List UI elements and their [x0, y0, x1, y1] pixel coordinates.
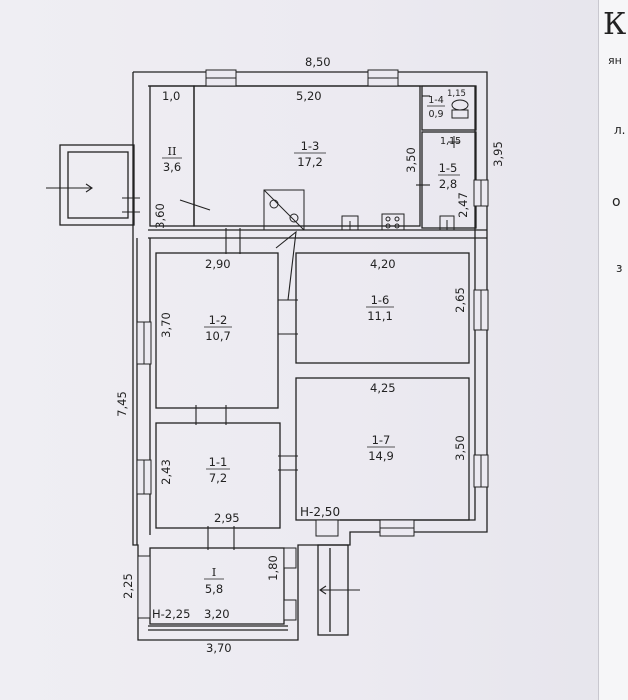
outer-wall — [132, 71, 488, 641]
inner-wall-horizontal — [148, 229, 487, 239]
door-mark — [179, 199, 211, 211]
room-id: 1-7 — [372, 433, 391, 447]
room-1-3-walls — [193, 85, 421, 227]
window — [283, 599, 297, 621]
window — [205, 69, 237, 87]
room-area: 10,7 — [205, 329, 231, 343]
room-id: 1-3 — [301, 139, 320, 153]
dim-label: 4,25 — [370, 381, 396, 395]
dim-label: 2,43 — [159, 459, 173, 485]
entry-arrow — [46, 183, 93, 193]
dim-label: 5,20 — [296, 89, 322, 103]
dim-top-width: 8,50 — [305, 55, 331, 69]
entry-arrow — [319, 585, 360, 595]
dim-left-height: 7,45 — [115, 391, 129, 417]
toilet-icon — [451, 99, 469, 111]
window — [473, 179, 489, 207]
room-area: 14,9 — [368, 449, 394, 463]
window — [137, 555, 151, 619]
door-mark — [278, 455, 298, 471]
dim-label: 3,50 — [404, 147, 418, 173]
room-area: 2,8 — [439, 177, 457, 191]
dim-label: 2,47 — [456, 192, 470, 218]
dim-right-height: 3,95 — [491, 141, 505, 167]
window — [315, 519, 339, 537]
door-mark — [278, 299, 298, 335]
window — [473, 454, 489, 488]
adjacent-sheet — [598, 0, 628, 700]
dim-label: 4,20 — [370, 257, 396, 271]
cooktop-icon — [381, 213, 405, 231]
window — [283, 547, 297, 569]
dim-label: 3,50 — [453, 435, 467, 461]
window — [379, 519, 415, 537]
dim-label: Н-2,25 — [152, 607, 190, 621]
room-id: 1-1 — [209, 455, 228, 469]
dim-label: 1,15 — [447, 89, 466, 99]
door-mark — [207, 526, 235, 550]
room-1-2-walls — [155, 252, 279, 409]
window — [473, 289, 489, 331]
room-area: 5,8 — [205, 582, 223, 596]
room-id: 1-6 — [371, 293, 390, 307]
room-id: II — [167, 144, 176, 158]
room-area: 3,6 — [163, 160, 181, 174]
dim-label: 2,95 — [214, 511, 240, 525]
door-mark — [195, 405, 227, 425]
dim-label: 1,15 — [440, 136, 461, 147]
dim-label: 3,70 — [159, 312, 173, 338]
porch — [59, 144, 135, 226]
room-area: 17,2 — [297, 155, 323, 169]
room-id: I — [212, 565, 217, 579]
room-area: 11,1 — [367, 309, 393, 323]
dim-label: 1,0 — [162, 89, 180, 103]
room-1-1-walls — [155, 422, 281, 529]
room-area: 0,9 — [428, 109, 443, 120]
window — [367, 69, 399, 87]
room-id: 1-5 — [439, 161, 458, 175]
margin-fragment: о — [612, 194, 621, 210]
room-1-4-walls — [421, 85, 477, 131]
door-mark — [275, 230, 297, 301]
room-id: 1-2 — [209, 313, 228, 327]
margin-fragment: л. — [614, 123, 625, 137]
porch-inner — [67, 151, 129, 219]
shower-icon — [448, 136, 460, 148]
window — [136, 459, 152, 495]
dim-label: 2,25 — [121, 573, 135, 599]
veranda-bottom — [148, 625, 288, 631]
dim-label: 3,60 — [153, 203, 167, 229]
margin-fragment: К — [603, 7, 626, 42]
room-id: 1-4 — [428, 95, 444, 106]
margin-fragment: з — [616, 261, 622, 275]
margin-fragment: ян — [608, 54, 622, 67]
room-1-6-walls — [295, 252, 470, 364]
door-mark — [225, 228, 241, 254]
porch-steps — [122, 197, 140, 213]
dim-label: 2,65 — [453, 287, 467, 313]
dim-label: 3,20 — [204, 607, 230, 621]
dim-label: Н-2,50 — [300, 505, 340, 519]
window — [136, 321, 152, 365]
room-area: 7,2 — [209, 471, 227, 485]
dim-label: 2,90 — [205, 257, 231, 271]
stove-icon — [263, 189, 305, 231]
dim-bottom-width: 3,70 — [206, 641, 232, 655]
dim-label: 1,80 — [266, 555, 280, 581]
